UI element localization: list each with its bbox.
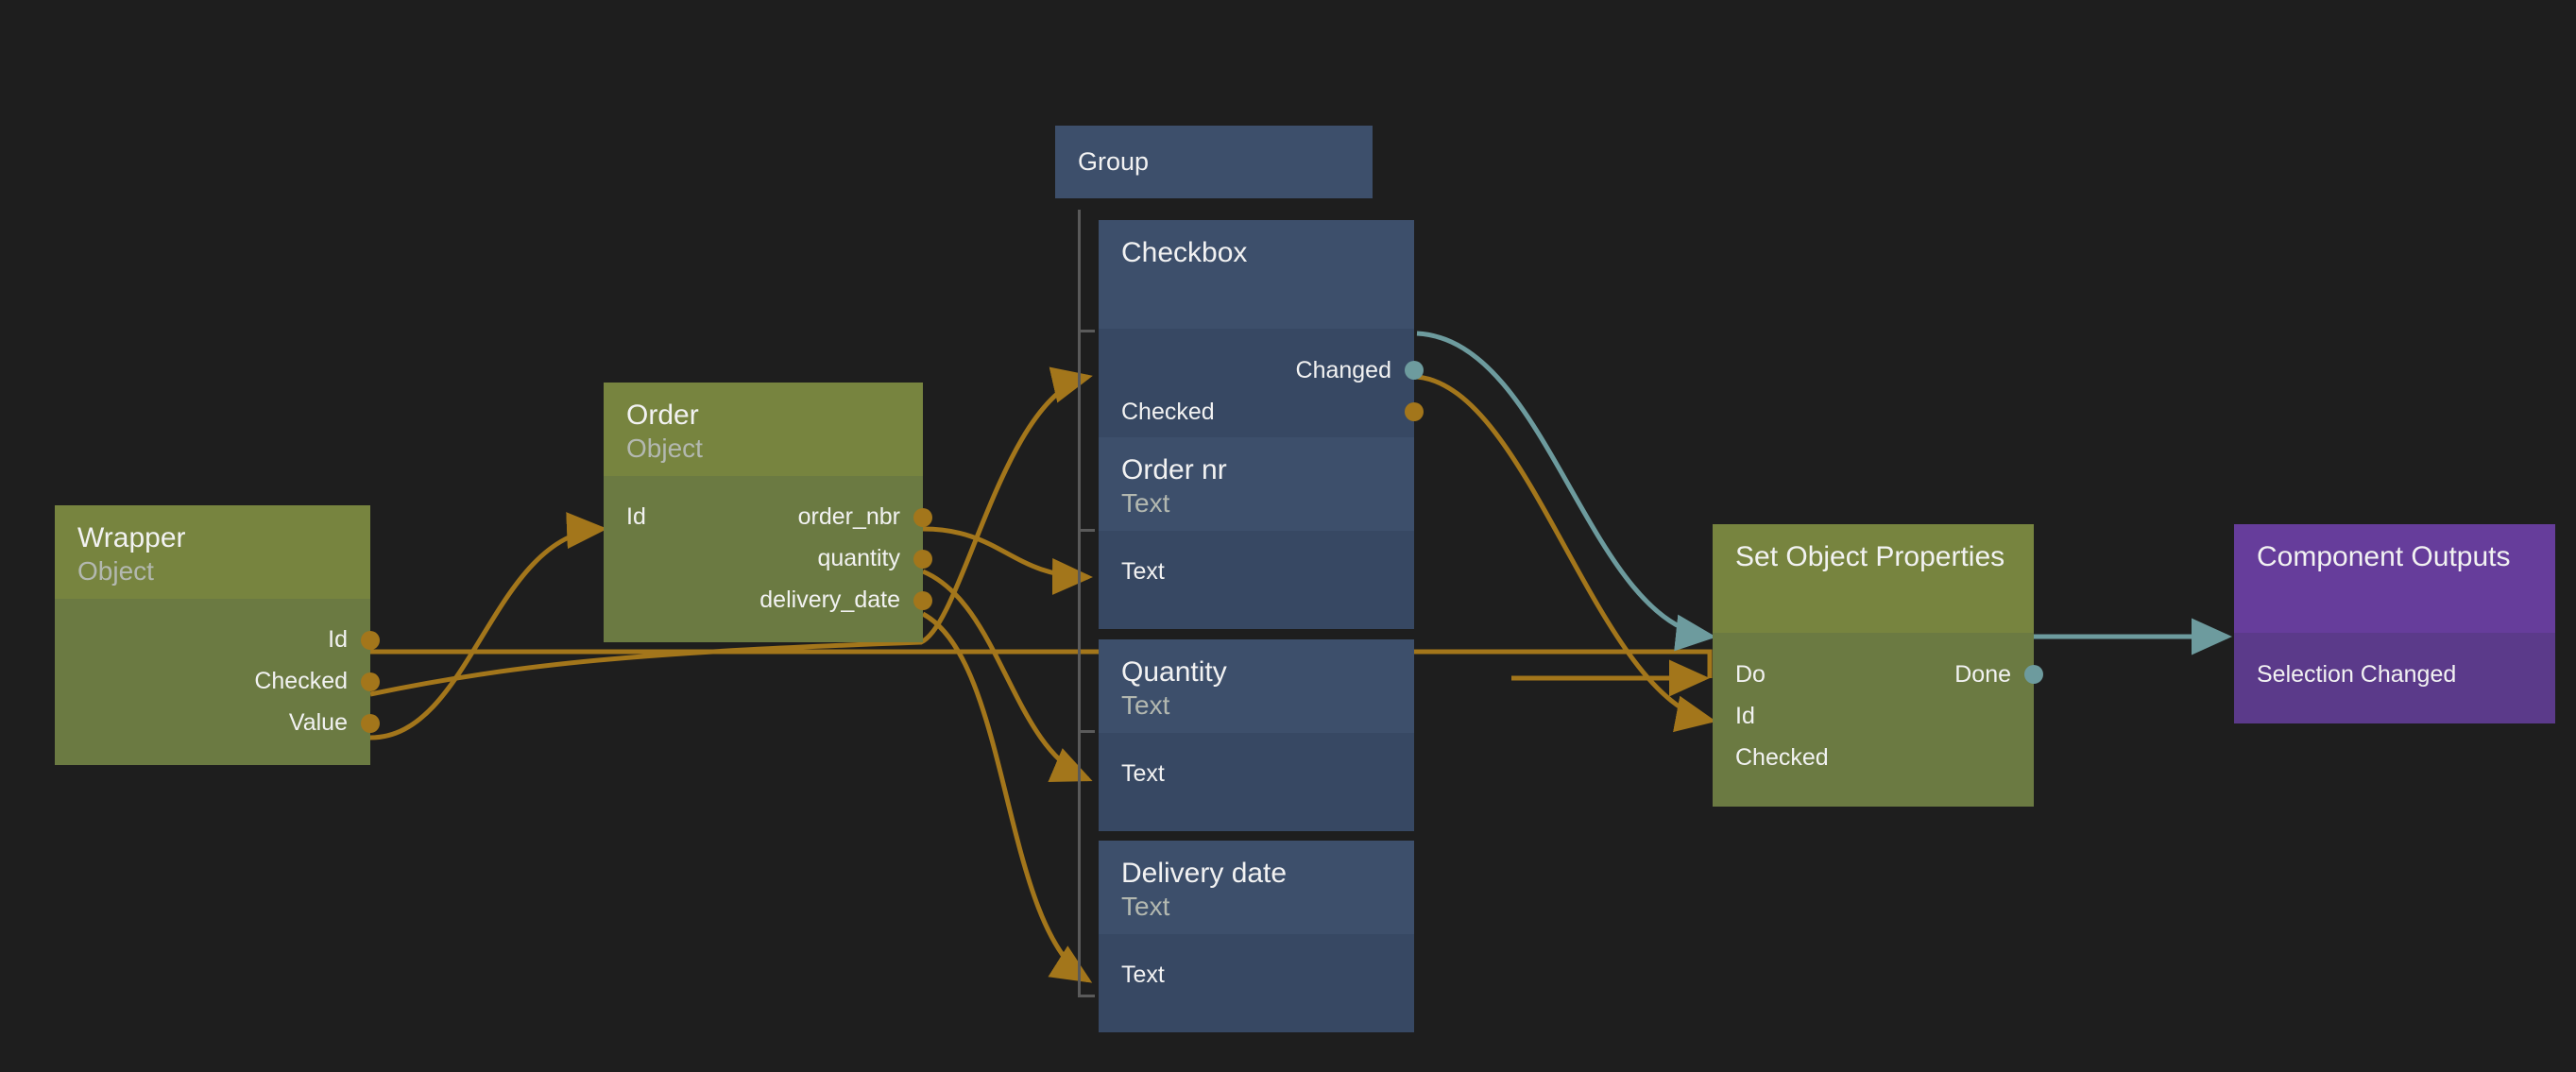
port-label-sop-checked: Checked [1735, 743, 1829, 771]
node-component-outputs-body: Selection Changed [2234, 633, 2555, 723]
group-tree-trunk [1078, 210, 1081, 997]
port-row-delivery-date-text[interactable]: Text [1099, 955, 1414, 996]
wire-checkbox-changed-to-sop-do [1416, 331, 1716, 652]
node-order-subtitle: Object [626, 433, 703, 463]
port-row-checkbox-checked[interactable]: Checked [1099, 391, 1424, 433]
node-delivery-date-subtitle: Text [1121, 891, 1170, 921]
port-label-order-id: Id [626, 503, 646, 531]
port-dot-order-delivery-date[interactable] [913, 590, 932, 610]
port-dot-order-quantity[interactable] [913, 549, 932, 569]
node-set-object-properties[interactable]: Set Object Properties Do Done Id Checked [1713, 524, 2043, 807]
port-dot-sop-done[interactable] [2024, 665, 2043, 684]
node-order-nr[interactable]: Order nr Text Text [1099, 437, 1414, 629]
group-tree-branch-order-nr [1078, 529, 1095, 532]
port-row-sop-id[interactable]: Id [1713, 695, 2034, 737]
node-component-outputs[interactable]: Component Outputs Selection Changed [2234, 524, 2555, 723]
port-row-quantity-text[interactable]: Text [1099, 754, 1414, 795]
port-label-quantity-text: Text [1121, 760, 1165, 788]
node-order-header: Order Object [604, 383, 923, 476]
node-order-title: Order [626, 400, 699, 431]
port-label-order-quantity: quantity [817, 545, 900, 572]
port-row-order-delivery-date[interactable]: delivery_date [604, 580, 932, 621]
port-row-sop-do[interactable]: Do Done [1713, 654, 2043, 695]
port-row-order-id[interactable]: Id order_nbr [604, 497, 932, 538]
node-component-outputs-header: Component Outputs [2234, 524, 2555, 633]
node-quantity[interactable]: Quantity Text Text [1099, 639, 1414, 831]
port-row-order-quantity[interactable]: quantity [604, 538, 932, 580]
node-delivery-date[interactable]: Delivery date Text Text [1099, 841, 1414, 1032]
port-label-wrapper-checked: Checked [254, 668, 348, 695]
node-delivery-date-title: Delivery date [1121, 858, 1288, 889]
group-tree-branch-quantity [1078, 730, 1095, 733]
node-wrapper-title: Wrapper [77, 522, 186, 553]
node-set-object-properties-title: Set Object Properties [1735, 541, 2005, 572]
port-label-checkbox-changed: Changed [1295, 356, 1391, 383]
node-quantity-header: Quantity Text [1099, 639, 1414, 733]
port-label-sop-do: Do [1735, 660, 1766, 688]
wire-order-delivery-to-delivery-text [921, 611, 1093, 983]
node-checkbox[interactable]: Checkbox Changed Checked [1099, 220, 1424, 468]
node-checkbox-header: Checkbox [1099, 220, 1414, 329]
port-row-wrapper-checked[interactable]: Checked [55, 661, 380, 703]
port-dot-order-order-nbr[interactable] [913, 507, 932, 527]
port-dot-wrapper-id[interactable] [361, 630, 380, 650]
node-order-nr-title: Order nr [1121, 454, 1227, 485]
wire-order-quantity-to-quantity-text [922, 569, 1093, 782]
port-label-order-nr-text: Text [1121, 558, 1165, 586]
node-set-object-properties-body: Do Done Id Checked [1713, 633, 2043, 807]
port-row-sop-checked[interactable]: Checked [1713, 737, 2034, 778]
wire-wrapper-id-to-sop-id [370, 649, 1713, 678]
node-quantity-body: Text [1099, 732, 1414, 831]
node-order[interactable]: Order Object Id order_nbr quantity deliv… [604, 383, 932, 642]
port-label-order-delivery-date: delivery_date [759, 587, 900, 614]
node-component-outputs-title: Component Outputs [2257, 541, 2511, 572]
node-delivery-date-body: Text [1099, 933, 1414, 1032]
port-row-checkbox-changed[interactable]: Changed [1099, 349, 1424, 391]
node-delivery-date-header: Delivery date Text [1099, 841, 1414, 934]
node-wrapper[interactable]: Wrapper Object Id Checked Value [55, 505, 380, 765]
port-row-component-outputs-selection-changed[interactable]: Selection Changed [2234, 654, 2555, 695]
node-wrapper-subtitle: Object [77, 555, 154, 586]
port-label-wrapper-id: Id [328, 626, 348, 654]
node-quantity-subtitle: Text [1121, 689, 1170, 720]
node-wrapper-header: Wrapper Object [55, 505, 370, 599]
node-quantity-title: Quantity [1121, 656, 1227, 688]
wire-checkbox-out-to-sop-checked [1416, 374, 1716, 733]
port-label-wrapper-value: Value [288, 709, 348, 737]
node-set-object-properties-header: Set Object Properties [1713, 524, 2034, 633]
group-tree-branch-checkbox [1078, 330, 1095, 332]
group-label: Group [1078, 147, 1150, 176]
node-checkbox-title: Checkbox [1121, 237, 1248, 268]
port-label-sop-done: Done [1954, 660, 2011, 688]
node-wrapper-body: Id Checked Value [55, 598, 380, 765]
port-dot-checkbox-output[interactable] [1405, 402, 1424, 421]
node-order-nr-header: Order nr Text [1099, 437, 1414, 531]
port-row-wrapper-value[interactable]: Value [55, 703, 380, 744]
port-dot-wrapper-value[interactable] [361, 713, 380, 733]
port-row-wrapper-id[interactable]: Id [55, 620, 380, 661]
port-dot-wrapper-checked[interactable] [361, 672, 380, 691]
node-order-nr-subtitle: Text [1121, 487, 1170, 518]
wire-order-nbr-to-ordernr-text [922, 526, 1093, 596]
port-row-order-nr-text[interactable]: Text [1099, 552, 1414, 593]
port-label-delivery-date-text: Text [1121, 961, 1165, 989]
port-dot-checkbox-changed[interactable] [1405, 361, 1424, 380]
group-header-bar[interactable]: Group [1055, 126, 1373, 198]
port-label-component-outputs-selection-changed: Selection Changed [2257, 660, 2457, 688]
group-tree-branch-delivery-date [1078, 995, 1095, 997]
node-order-body: Id order_nbr quantity delivery_date [604, 475, 932, 642]
port-label-checkbox-checked: Checked [1121, 398, 1215, 425]
wire-wrapper-value-to-order-id [369, 512, 607, 740]
port-label-order-order-nbr: order_nbr [797, 503, 900, 531]
node-order-nr-body: Text [1099, 530, 1414, 629]
port-label-sop-id: Id [1735, 702, 1755, 729]
